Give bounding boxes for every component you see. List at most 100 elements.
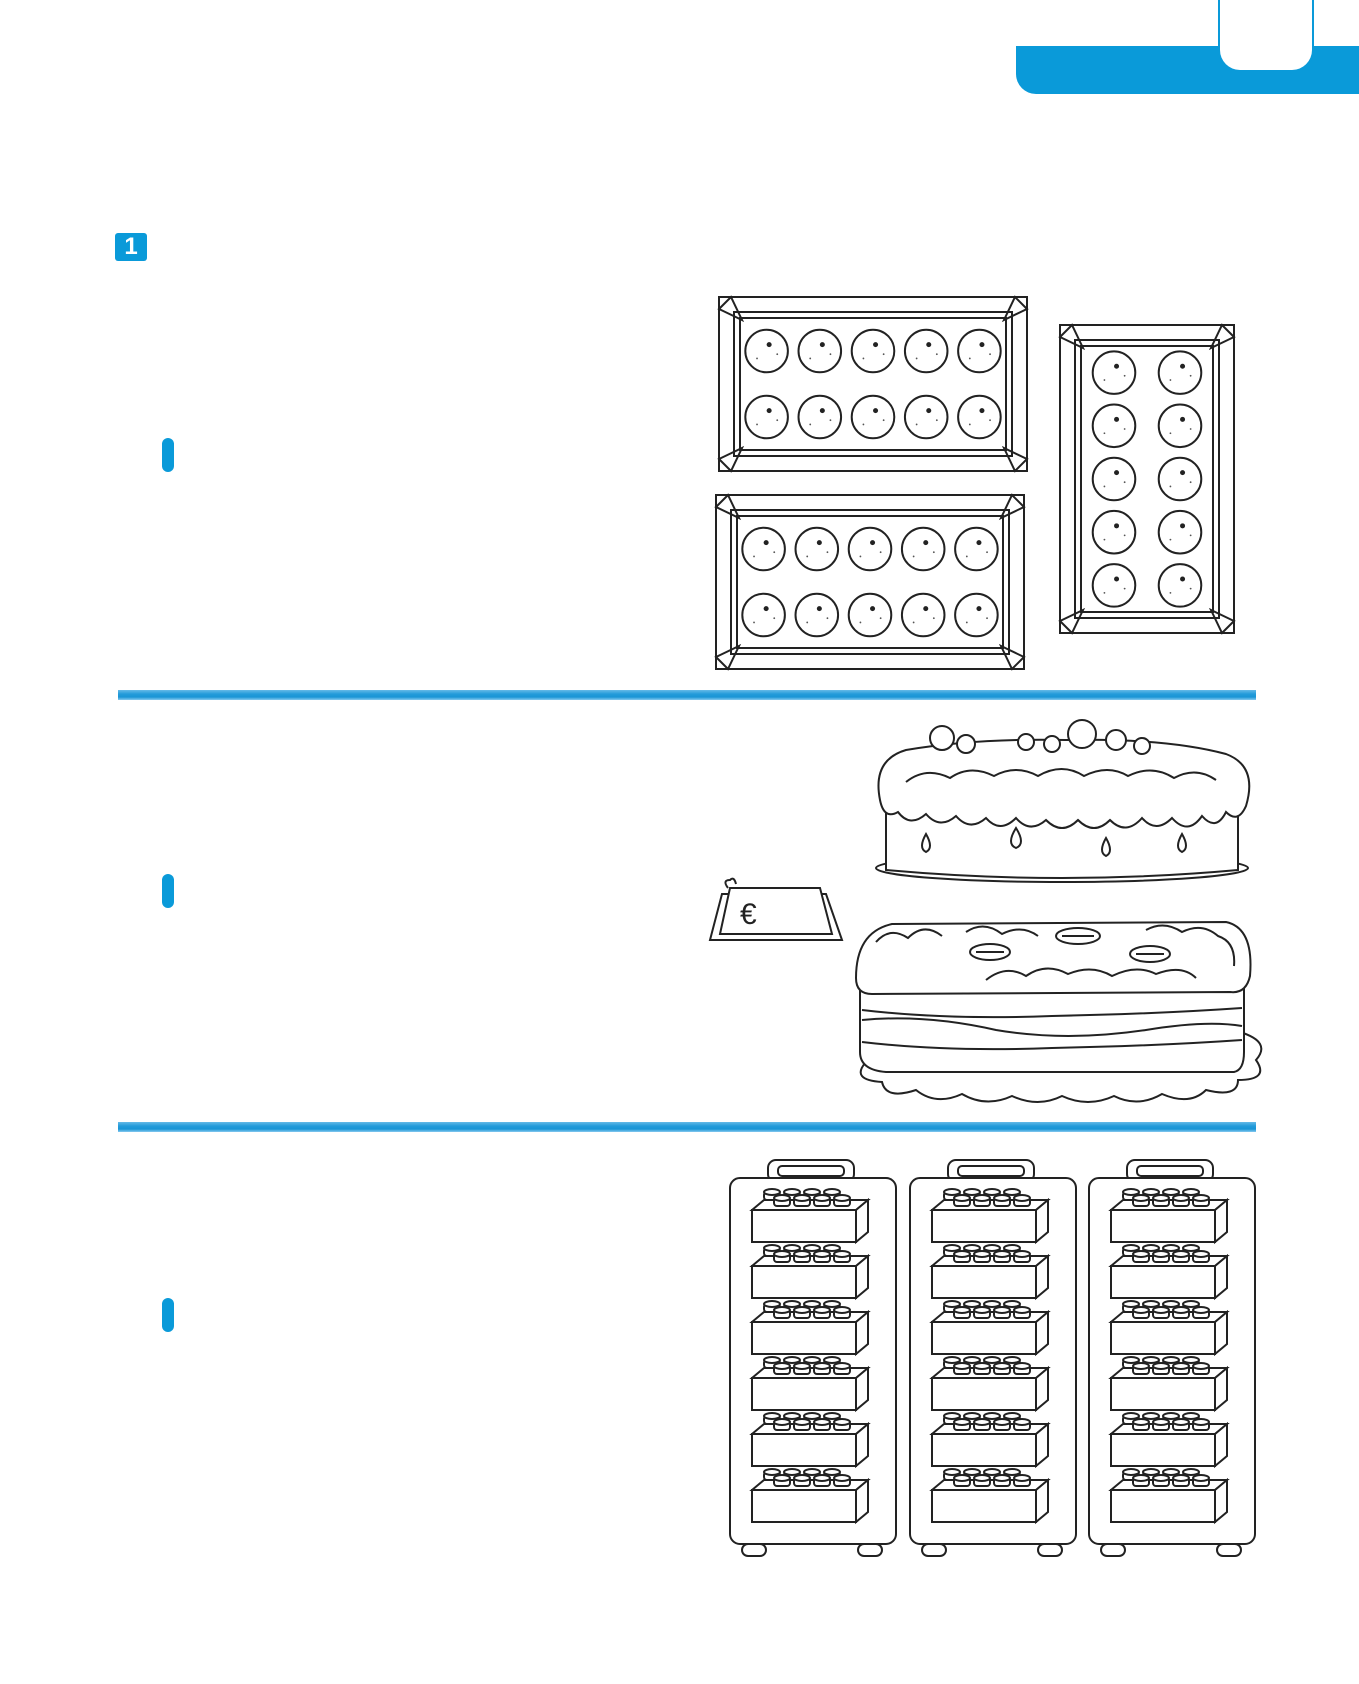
orange-dot xyxy=(915,423,918,426)
orange-dot xyxy=(1189,374,1192,377)
orange-stem xyxy=(763,606,769,612)
orange-dot xyxy=(809,357,812,360)
orange-stem xyxy=(870,606,876,612)
orange xyxy=(794,592,840,638)
orange-dot xyxy=(965,621,968,624)
orange xyxy=(744,394,789,440)
orange-stem xyxy=(979,342,985,348)
orange-dot xyxy=(882,419,885,422)
layer-cake-illustration xyxy=(854,920,1263,1103)
orange-dot xyxy=(932,551,935,554)
orange-dot xyxy=(935,419,938,422)
orange-dot xyxy=(753,621,755,624)
orange-stem xyxy=(976,540,982,546)
orange-dot xyxy=(879,551,882,554)
orange-dot xyxy=(932,617,935,620)
orange-dot xyxy=(776,353,779,356)
orange-dot xyxy=(912,621,915,624)
orange-stem xyxy=(873,408,879,414)
orange-stem xyxy=(926,342,932,348)
orange-dot xyxy=(862,357,865,360)
orange xyxy=(1091,456,1137,502)
toy-brick xyxy=(749,1244,871,1301)
crate-outer-frame xyxy=(718,296,1028,472)
orange-stem xyxy=(923,540,929,546)
orange-stem xyxy=(976,606,982,612)
section-divider-1 xyxy=(118,690,1256,700)
orange xyxy=(741,526,786,572)
orange xyxy=(1157,350,1203,395)
shelf-wheel xyxy=(857,1543,883,1557)
orange-stem xyxy=(766,408,772,414)
exercise-number-badge: 1 xyxy=(115,233,147,261)
toy-brick xyxy=(749,1356,871,1413)
orange-dot xyxy=(1169,591,1172,594)
crate-inner-edge xyxy=(1080,345,1214,613)
shelf-wheel xyxy=(1037,1543,1063,1557)
orange-dot xyxy=(935,353,938,356)
orange xyxy=(797,328,843,374)
crate-outer-frame xyxy=(1059,324,1235,634)
crate-corner-brace xyxy=(1001,295,1029,323)
orange-dot xyxy=(862,423,865,426)
orange xyxy=(744,328,789,374)
toy-brick xyxy=(1108,1188,1230,1245)
orange-dot xyxy=(1189,481,1192,484)
toy-brick xyxy=(1108,1356,1230,1413)
crate-corner-brace xyxy=(717,445,745,473)
orange xyxy=(954,526,999,572)
toy-brick xyxy=(749,1412,871,1469)
orange-dot xyxy=(989,353,991,356)
crate-corner-brace xyxy=(714,643,742,671)
orange-dot xyxy=(1123,374,1126,377)
toy-brick xyxy=(929,1244,1051,1301)
toy-brick xyxy=(929,1412,1051,1469)
toy-brick xyxy=(1108,1300,1230,1357)
orange xyxy=(847,526,893,572)
toy-brick xyxy=(749,1188,871,1245)
shelf-handle-grip xyxy=(1136,1165,1204,1177)
orange-dot xyxy=(829,419,832,422)
orange-stem xyxy=(819,342,825,348)
answer-marker-1 xyxy=(162,438,174,472)
shelf-wheel xyxy=(741,1543,767,1557)
orange xyxy=(957,328,1002,374)
section-divider-2 xyxy=(118,1122,1256,1132)
orange-dot xyxy=(1103,538,1106,541)
crate-corner-brace xyxy=(1058,323,1086,351)
orange-dot xyxy=(968,357,971,360)
orange xyxy=(1091,563,1137,608)
orange-dot xyxy=(773,551,776,554)
orange-dot xyxy=(1123,587,1126,590)
orange xyxy=(900,592,946,638)
orange-dot xyxy=(1189,428,1192,430)
orange-stem xyxy=(1114,576,1120,582)
orange-dot xyxy=(806,621,809,624)
orange xyxy=(903,328,949,374)
orange-crate-horizontal-top xyxy=(717,295,1029,473)
answer-marker-2 xyxy=(162,874,174,908)
crate-corner-brace xyxy=(714,493,742,521)
crate-corner-brace xyxy=(998,643,1026,671)
orange-stem xyxy=(1114,363,1120,369)
crate-corner-brace xyxy=(1208,607,1236,635)
shelf-handle-grip xyxy=(957,1165,1025,1177)
crate-inner-edge xyxy=(736,515,1004,649)
orange-stem xyxy=(1180,416,1186,422)
crate-inner-frame xyxy=(730,509,1010,655)
orange xyxy=(1157,456,1203,502)
orange-stem xyxy=(1114,523,1120,529)
orange-dot xyxy=(989,419,991,422)
orange xyxy=(1157,403,1203,449)
orange xyxy=(850,328,896,374)
shelf-wheel xyxy=(1100,1543,1126,1557)
orange xyxy=(1091,509,1137,555)
shelf-wheel xyxy=(921,1543,947,1557)
orange-dot xyxy=(1169,538,1172,541)
orange-dot xyxy=(879,617,882,620)
orange-dot xyxy=(1123,481,1126,484)
euro-sign-text: € xyxy=(740,898,757,931)
orange-dot xyxy=(859,555,862,558)
orange-stem xyxy=(1180,523,1186,529)
orange-dot xyxy=(986,617,988,620)
